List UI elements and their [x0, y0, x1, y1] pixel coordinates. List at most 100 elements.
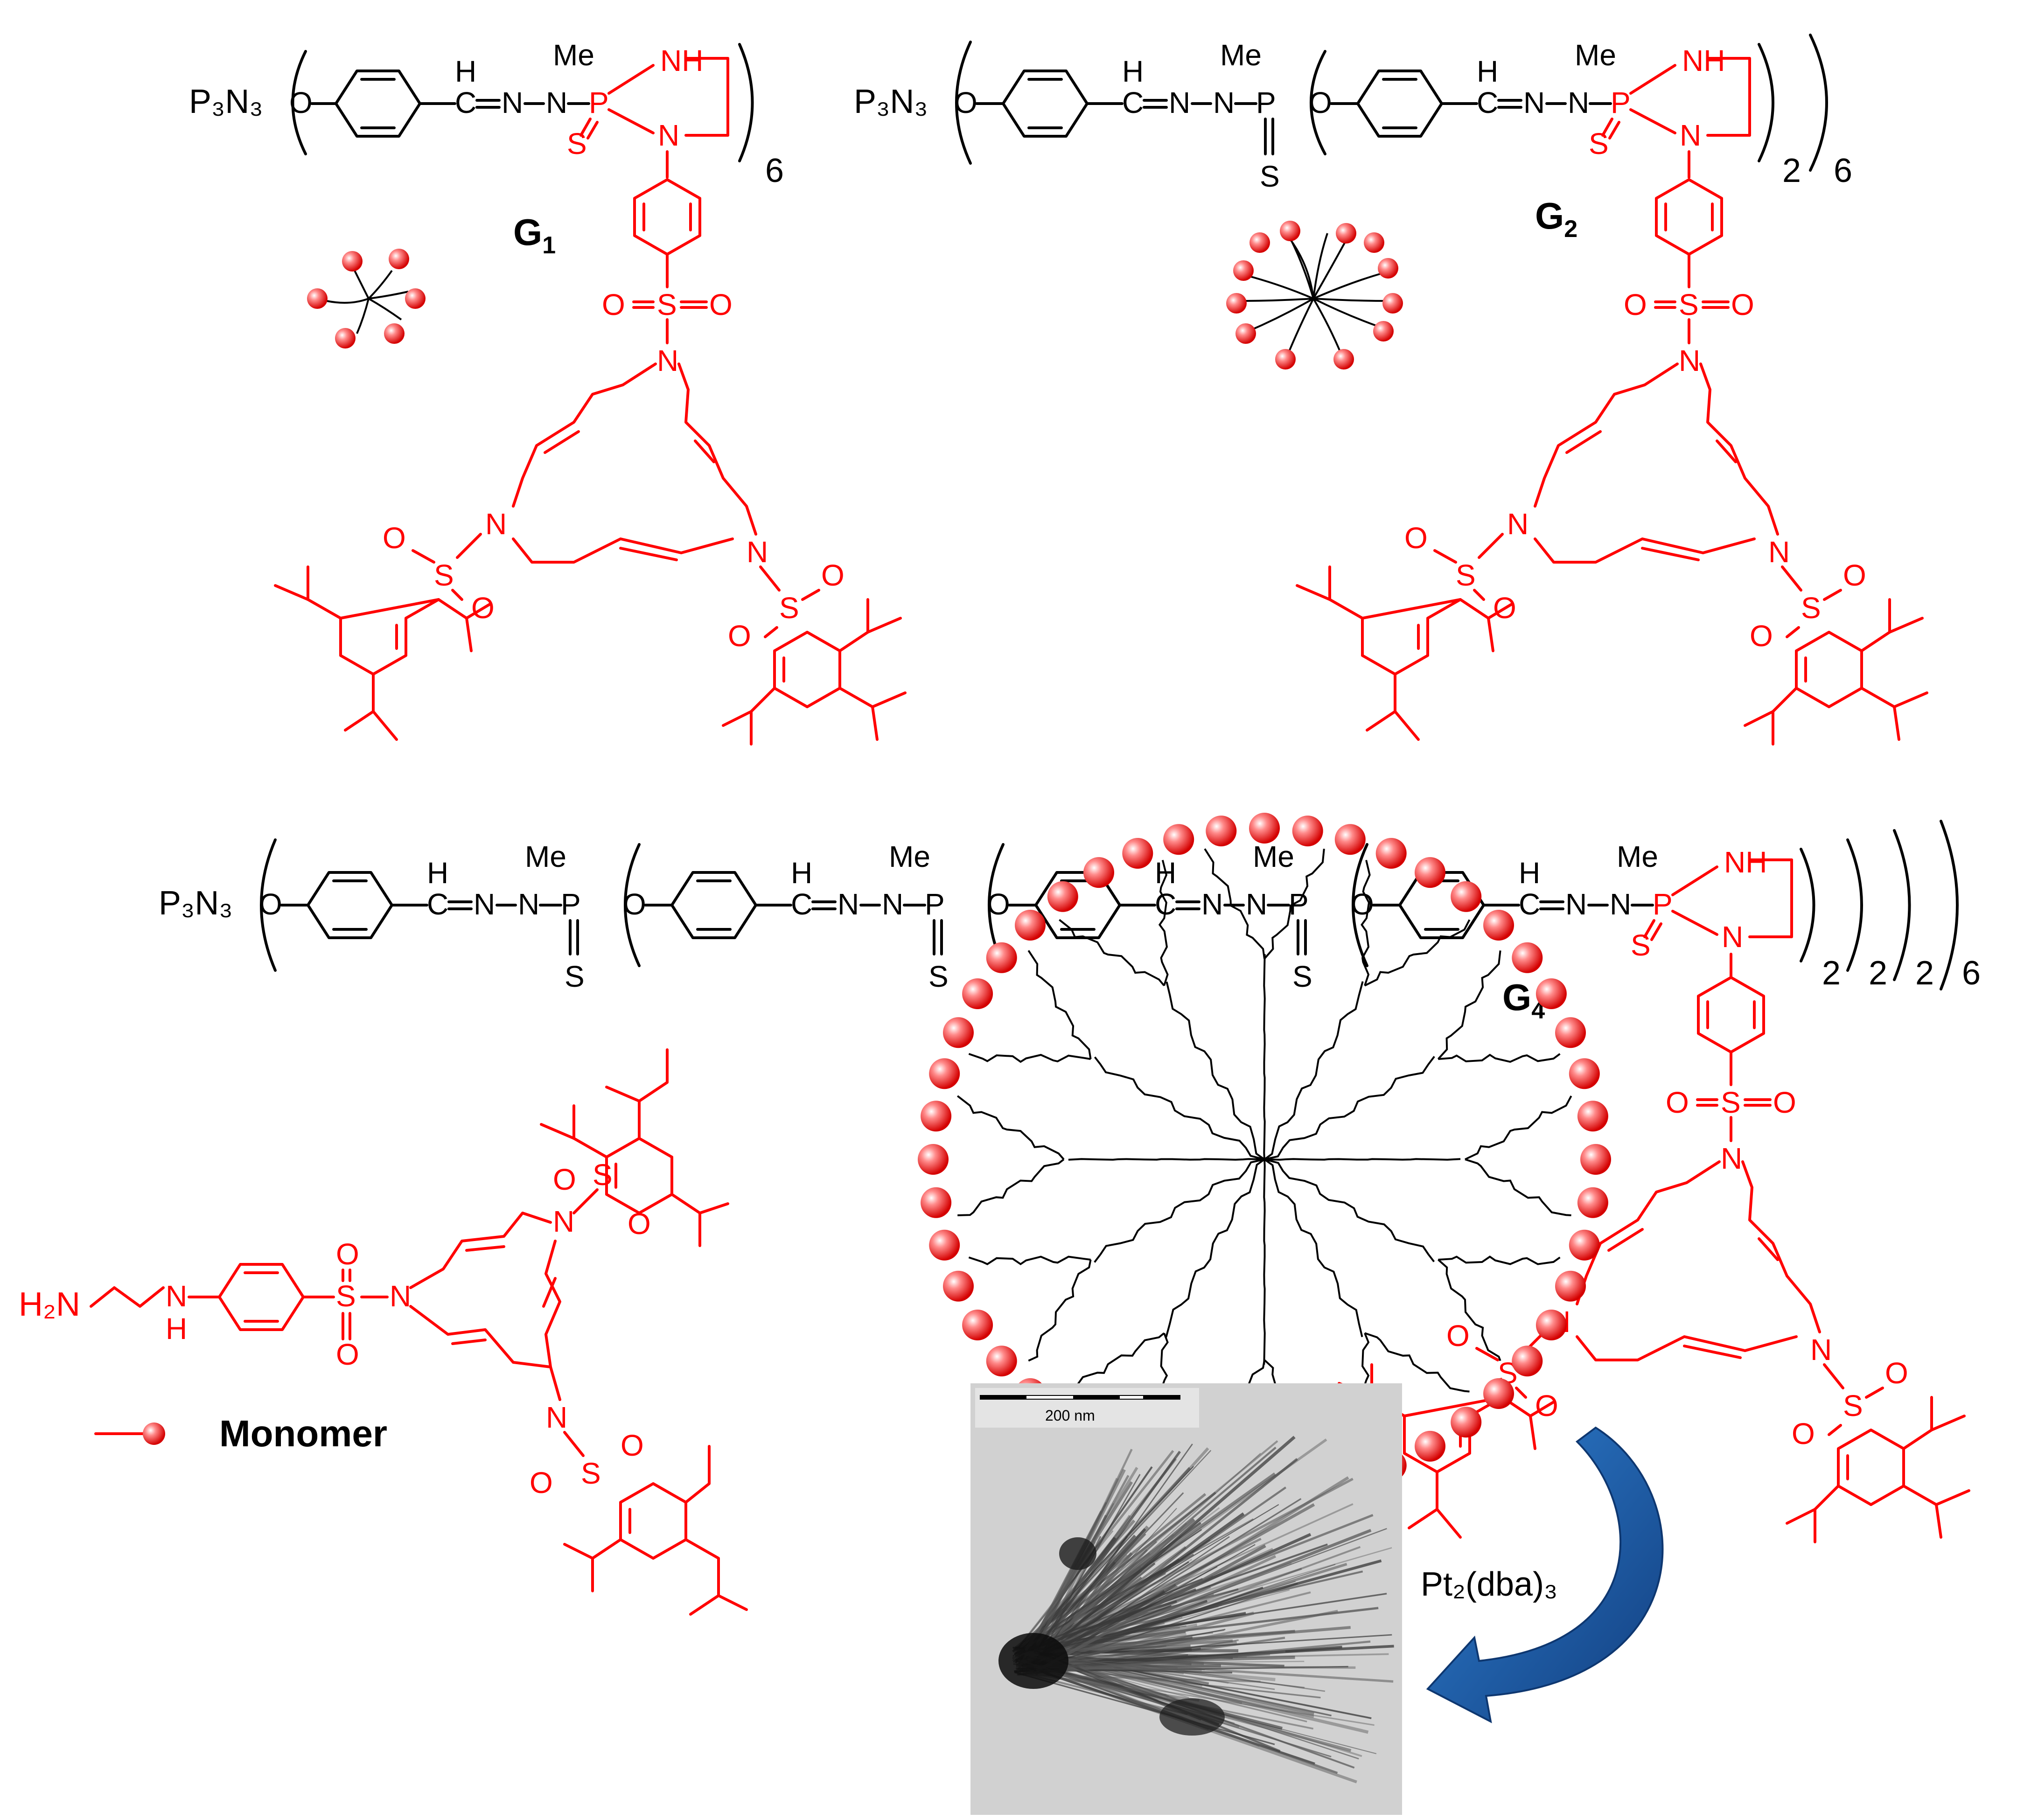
- g1-right-paren: [738, 43, 754, 162]
- g2-n-atom-1: N: [1169, 86, 1190, 119]
- g2-cartoon: [1226, 221, 1403, 370]
- g4-monomer-ball: [986, 942, 1017, 973]
- g1-core-label: P₃N₃: [189, 83, 263, 120]
- g4-repeat-2: O H C N N Me P S: [623, 840, 949, 993]
- g4-c-atom-1: C: [427, 887, 448, 921]
- g2-multiplicity: 6: [1834, 152, 1852, 189]
- g4-nh-atom: NH: [1724, 845, 1767, 879]
- g4-monomer-ball: [962, 978, 993, 1009]
- g4-monomer-ball: [1483, 1378, 1514, 1409]
- g4-monomer-ball: [1555, 1270, 1586, 1302]
- g4-o-atom-1: O: [259, 887, 282, 921]
- g2-p-atom-red: P: [1611, 86, 1631, 119]
- g4-branch: [1263, 1158, 1363, 1338]
- g4-sub-branch: [1438, 1259, 1501, 1361]
- g4-monomer-ball: [1577, 1187, 1608, 1218]
- g2-n-atom-4: N: [1568, 86, 1589, 119]
- tem-fiber: [1014, 1672, 1275, 1745]
- g4-branch: [1094, 1158, 1265, 1263]
- g4-monomer-ball: [1122, 838, 1153, 869]
- monomer-n-ring-1: N: [553, 1205, 574, 1238]
- monomer-legend: Monomer: [94, 1413, 387, 1454]
- g4-n-atom-3b: N: [1246, 887, 1267, 921]
- g1-me-label: Me: [553, 38, 594, 72]
- g1-c-atom: C: [455, 86, 476, 119]
- g2-n-atom-3: N: [1523, 86, 1545, 119]
- tem-fiber: [1017, 1546, 1361, 1674]
- g2-me-label-2: Me: [1575, 38, 1616, 72]
- g4-monomer-ball: [1206, 816, 1237, 847]
- g4-core-label: P₃N₃: [159, 885, 233, 922]
- g4-branch: [1264, 1056, 1435, 1160]
- tem-fiber: [1036, 1544, 1266, 1673]
- g4-n-ring-atom: N: [1722, 920, 1743, 954]
- g4-c-atom-4: C: [1519, 887, 1540, 921]
- g4-sub-branch: [1059, 919, 1165, 986]
- g4-sub-branch: [1438, 1053, 1561, 1063]
- g4-monomer-ball: [1512, 1346, 1543, 1377]
- g4-internal-branches: [956, 848, 1572, 1464]
- g4-sub-branch: [1263, 849, 1325, 960]
- g4-p-atom-2: P: [925, 887, 945, 921]
- g2-h-atom-2: H: [1477, 55, 1498, 88]
- g4-monomer-ball: [929, 1229, 960, 1261]
- g4-monomer-ball: [1555, 1017, 1586, 1048]
- g2-o-atom-1: O: [954, 86, 977, 119]
- g2-structure: P₃N₃ O H C N N Me P S O H C N N Me: [854, 34, 1927, 744]
- monomer-n-sulfonamide: N: [390, 1279, 411, 1313]
- g4-monomer-ball: [921, 1101, 952, 1132]
- g4-monomer-ball: [929, 1058, 960, 1089]
- g4-sub-branch: [968, 1053, 1091, 1063]
- legend-ball-icon: [143, 1423, 165, 1445]
- g2-label: G2: [1535, 195, 1577, 243]
- curved-arrow-icon: [1426, 1426, 1664, 1723]
- g4-monomer-ball: [1483, 910, 1514, 941]
- g1-n-atom-2: N: [546, 86, 567, 119]
- tem-fiber: [1019, 1467, 1191, 1653]
- g2-h-atom-1: H: [1122, 55, 1144, 88]
- g4-monomer-ball: [1415, 857, 1445, 888]
- g1-p-atom: P: [589, 86, 609, 119]
- monomer-s-upper: S: [593, 1158, 613, 1192]
- g4-branch: [1264, 1158, 1435, 1262]
- g1-n-ring-atom: N: [658, 119, 679, 152]
- tem-fiber: [1037, 1564, 1336, 1664]
- tem-frame: [970, 1383, 1402, 1815]
- g4-sub-branch: [1158, 860, 1169, 986]
- tem-image: 200 nm: [970, 1383, 1402, 1815]
- g4-sub-branch: [1438, 1255, 1561, 1265]
- tem-scale-label: 200 nm: [1045, 1407, 1095, 1424]
- g4-monomer-ball: [1577, 1101, 1608, 1132]
- g4-branch: [1263, 981, 1364, 1160]
- g1-left-paren: [291, 50, 307, 155]
- monomer-n-ring-2: N: [546, 1401, 567, 1434]
- g4-monomer-ball: [1083, 857, 1114, 888]
- g2-n-atom-2: N: [1213, 86, 1235, 119]
- g4-c-atom-2: C: [791, 887, 812, 921]
- g4-sub-branch: [1364, 919, 1471, 987]
- g4-multiplicity: 6: [1962, 955, 1981, 992]
- g4-s-atom-3: S: [1292, 960, 1312, 993]
- g2-o-atom-2: O: [1309, 86, 1332, 119]
- legend-monomer-label: Monomer: [219, 1413, 387, 1454]
- g1-nh-atom: NH: [660, 44, 703, 77]
- g4-n-atom-4a: N: [1565, 887, 1587, 921]
- g4-sub-branch: [1364, 1332, 1470, 1393]
- g4-monomer-ball: [1249, 813, 1280, 844]
- g4-monomer-ball: [1569, 1058, 1600, 1089]
- g1-o-atom: O: [289, 86, 313, 119]
- monomer-o-lower-1: O: [530, 1466, 553, 1499]
- g2-p-atom-1: P: [1256, 86, 1276, 119]
- g2-core-label: P₃N₃: [854, 83, 928, 120]
- tem-fiber: [1034, 1649, 1281, 1752]
- g4-structure: P₃N₃ O H C N N Me P S O: [159, 820, 1981, 1542]
- g4-sub-branch: [1204, 848, 1265, 959]
- tem-fiber: [1029, 1650, 1286, 1675]
- g2-me-label-1: Me: [1220, 38, 1262, 72]
- g4-n-atom-1a: N: [474, 887, 495, 921]
- g4-branch: [1166, 981, 1265, 1160]
- g4-sub-branch: [1465, 1095, 1572, 1160]
- g4-sub-branch: [1437, 950, 1501, 1060]
- g4-monomer-ball: [1569, 1229, 1600, 1261]
- g4-n-atom-2a: N: [838, 887, 859, 921]
